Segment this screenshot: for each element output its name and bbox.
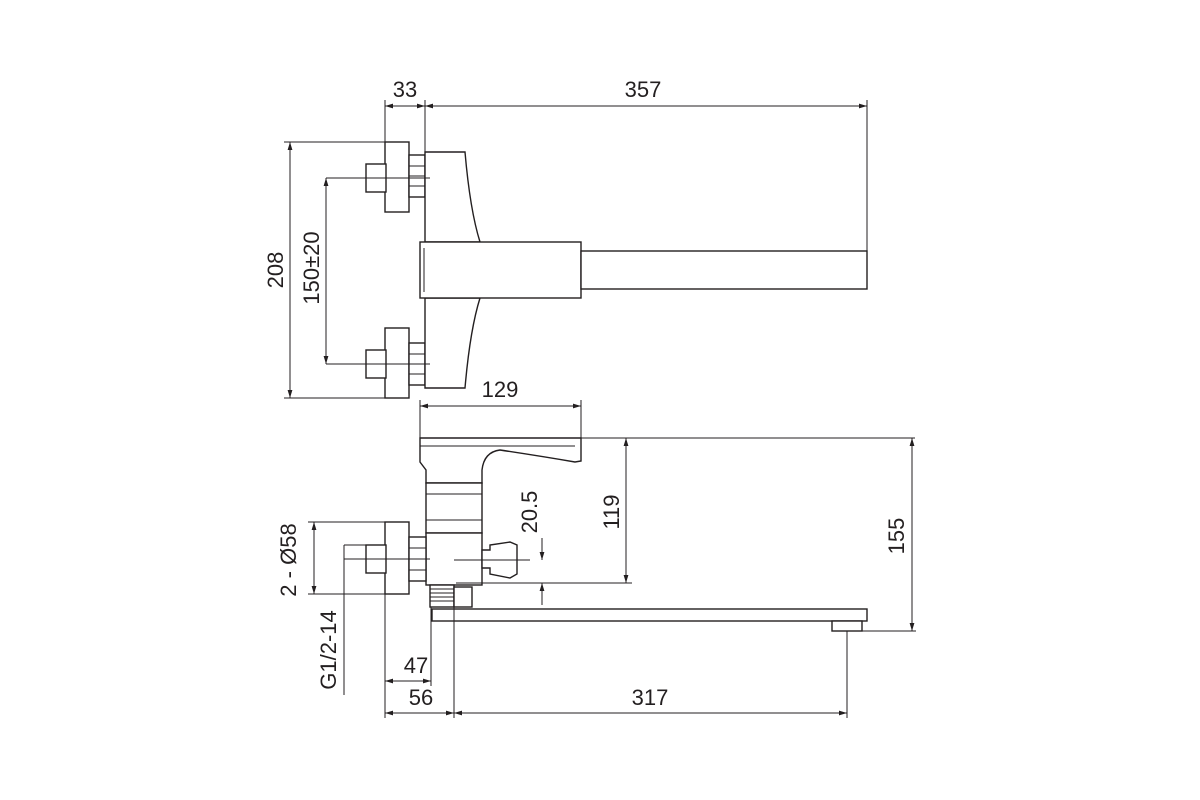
top-flange-lower: [384, 327, 410, 399]
side-aerator: [831, 620, 863, 632]
side-view: 129 20.5 119 155 2 - Ø58 G1/2-14 47 56: [276, 377, 916, 718]
top-view: 33 357 208 150±20: [263, 77, 868, 399]
dim-357: 357: [625, 77, 662, 102]
dim-119: 119: [599, 494, 624, 529]
dim-thread: G1/2-14: [316, 610, 341, 690]
dim-155: 155: [884, 518, 909, 555]
side-cartridge: [425, 482, 483, 534]
dim-47: 47: [404, 653, 428, 678]
top-flange-upper: [384, 141, 410, 213]
side-thread: [429, 584, 455, 608]
side-lever: [419, 437, 582, 484]
dim-150: 150±20: [299, 231, 324, 304]
top-spout: [580, 250, 868, 290]
dim-129: 129: [482, 377, 519, 402]
side-body: [425, 532, 483, 586]
dim-317: 317: [632, 685, 669, 710]
dim-56: 56: [409, 685, 433, 710]
side-nut-lower: [453, 586, 473, 608]
dim-208: 208: [263, 252, 288, 289]
top-central-block: [419, 241, 582, 299]
top-body-upper: [424, 151, 481, 243]
side-spout: [431, 608, 868, 622]
dim-20-5: 20.5: [517, 491, 542, 534]
dim-flange-diameter: 2 - Ø58: [276, 523, 301, 596]
top-body-lower: [424, 297, 481, 389]
dim-33: 33: [393, 77, 417, 102]
side-flange: [384, 521, 410, 595]
